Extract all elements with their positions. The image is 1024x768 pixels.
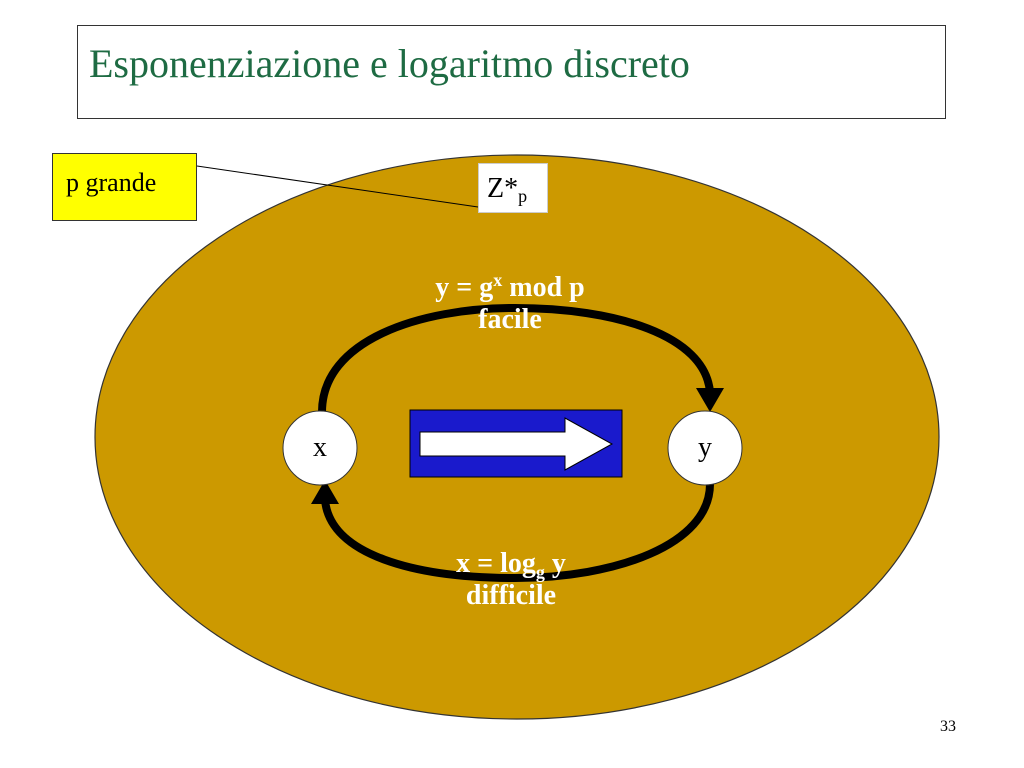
forward-arrow xyxy=(318,303,714,413)
page-number: 33 xyxy=(940,718,956,735)
callout-leader xyxy=(196,165,479,208)
inverse-arrow xyxy=(321,483,714,583)
forward-equation: y = gx mod p xyxy=(435,270,585,303)
slide-title: Esponenziazione e logaritmo discreto xyxy=(89,41,690,86)
direction-arrow xyxy=(419,417,614,471)
inverse-note: difficile xyxy=(465,580,557,611)
forward-note: facile xyxy=(478,304,542,335)
node-y-label: y xyxy=(698,432,712,463)
group-label: Z*p xyxy=(487,173,528,206)
forward-arrowhead xyxy=(696,388,724,412)
callout-text: p grande xyxy=(66,168,157,197)
callout-p-grande: p grande xyxy=(52,153,197,221)
inverse-formula: x = logg y difficile xyxy=(391,548,631,612)
node-x-label: x xyxy=(313,432,327,463)
node-x-circle xyxy=(282,410,358,486)
node-y-circle xyxy=(667,410,743,486)
group-label-box: Z*p xyxy=(478,163,548,213)
inverse-arrowhead xyxy=(311,480,339,504)
title-box: Esponenziazione e logaritmo discreto xyxy=(77,25,946,119)
forward-formula: y = gx mod p facile xyxy=(390,270,630,336)
inverse-equation: x = logg y xyxy=(456,548,566,582)
